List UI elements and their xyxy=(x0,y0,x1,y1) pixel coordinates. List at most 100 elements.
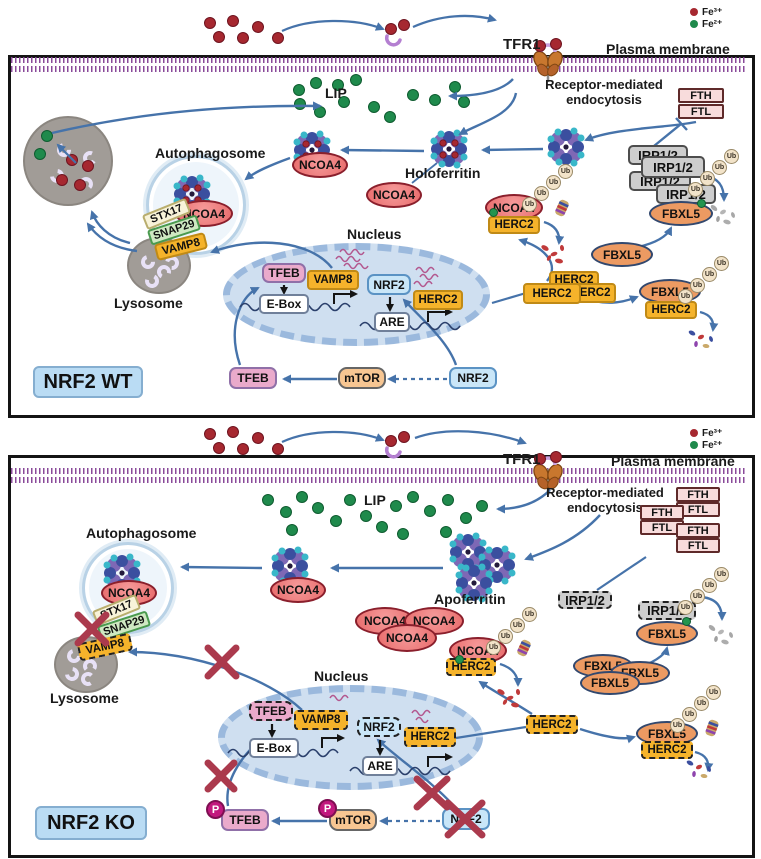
tfeb-box: TFEB xyxy=(262,263,306,283)
fe3-cluster-extracellular-ko xyxy=(204,426,284,455)
ftl-box: FTL xyxy=(676,502,720,517)
herc2-box: HERC2 xyxy=(641,741,693,759)
nucleus-label-wt: Nucleus xyxy=(347,226,402,242)
ub-icon: Ub xyxy=(678,600,693,615)
fe3-cluster-extracellular-wt xyxy=(204,15,284,44)
lysosome-label-wt: Lysosome xyxy=(114,295,183,311)
herc2-box: HERC2 xyxy=(526,715,578,734)
ub-icon: Ub xyxy=(558,164,573,179)
panel-title-wt: NRF2 WT xyxy=(33,366,143,398)
fe2-bound-dot xyxy=(682,617,691,626)
plasma-membrane-band-ko xyxy=(11,468,746,483)
tfeb-box: TFEB xyxy=(249,701,293,721)
fe3-label: Fe³⁺ xyxy=(702,427,723,439)
ftl-box: FTL xyxy=(676,538,720,553)
irp12-box: IRP1/2 xyxy=(641,156,705,178)
herc2-box: HERC2 xyxy=(488,216,540,234)
ub-icon: Ub xyxy=(534,186,549,201)
nucleus-label-ko: Nucleus xyxy=(314,668,369,684)
autophagosome-label-wt: Autophagosome xyxy=(155,145,266,161)
are-box: ARE xyxy=(362,756,398,776)
ub-icon: Ub xyxy=(510,618,525,633)
fe3-dot xyxy=(690,8,698,16)
are-box: ARE xyxy=(374,312,410,332)
holoferritin-label: Holoferritin xyxy=(405,165,481,181)
legend-ko: Fe³⁺ Fe²⁺ xyxy=(690,427,722,451)
fe2-bound-dot xyxy=(697,199,706,208)
phospho-badge: P xyxy=(206,800,225,819)
apoferritin-label: Apoferritin xyxy=(434,591,506,607)
fe2-label: Fe²⁺ xyxy=(702,439,723,451)
ub-icon: Ub xyxy=(714,567,729,582)
ncoa4-oval: NCOA4 xyxy=(292,152,348,178)
herc2-box: HERC2 xyxy=(645,301,697,319)
ub-icon: Ub xyxy=(702,267,717,282)
panel-title-ko: NRF2 KO xyxy=(35,806,147,840)
ftl-box: FTL xyxy=(678,104,724,119)
ub-icon: Ub xyxy=(486,640,501,655)
nrf2-box: NRF2 xyxy=(367,274,411,295)
ub-icon: Ub xyxy=(522,197,537,212)
ub-icon: Ub xyxy=(700,171,715,186)
receptor-mediated-endocytosis-ko: Receptor-mediated endocytosis xyxy=(546,485,664,515)
plasma-membrane-label-ko: Plasma membrane xyxy=(611,453,735,469)
fe3-dot xyxy=(690,429,698,437)
ub-icon: Ub xyxy=(688,182,703,197)
herc2-gene-box: HERC2 xyxy=(404,727,456,747)
ub-icon: Ub xyxy=(694,696,709,711)
tfeb-box: TFEB xyxy=(229,367,277,389)
fth-box: FTH xyxy=(640,505,684,520)
mtor-box: mTOR xyxy=(329,809,377,831)
receptor-mediated-endocytosis-wt: Receptor-mediated endocytosis xyxy=(545,77,663,107)
vamp8-gene-box: VAMP8 xyxy=(294,710,348,730)
lip-label-ko: LIP xyxy=(364,492,386,508)
lysosome-degrading-wt xyxy=(23,116,113,206)
ub-icon: Ub xyxy=(714,256,729,271)
ub-icon: Ub xyxy=(706,685,721,700)
autophagosome-label-ko: Autophagosome xyxy=(86,525,197,541)
fbxl5-oval: FBXL5 xyxy=(591,242,653,267)
fth-box: FTH xyxy=(678,88,724,103)
irp12-box: IRP1/2 xyxy=(558,591,612,609)
herc2-gene-box: HERC2 xyxy=(413,290,463,310)
ub-icon: Ub xyxy=(724,149,739,164)
mtor-box: mTOR xyxy=(338,367,386,389)
nrf2-box: NRF2 xyxy=(357,717,401,737)
nrf2-box: NRF2 xyxy=(442,808,490,830)
ub-icon: Ub xyxy=(702,578,717,593)
fe2-label: Fe²⁺ xyxy=(702,18,723,30)
ub-icon: Ub xyxy=(670,718,685,733)
ebox-box: E-Box xyxy=(249,738,299,758)
ncoa4-oval: NCOA4 xyxy=(366,182,422,208)
plasma-membrane-band-wt xyxy=(11,57,746,72)
ebox-box: E-Box xyxy=(259,294,309,314)
ncoa4-oval: NCOA4 xyxy=(270,577,326,603)
fbxl5-oval: FBXL5 xyxy=(580,671,640,695)
fe2-dot xyxy=(690,441,698,449)
ub-icon: Ub xyxy=(498,629,513,644)
transferrin-wt xyxy=(384,34,402,47)
phospho-badge: P xyxy=(318,799,337,818)
fth-box: FTH xyxy=(676,523,720,538)
nrf2-box: NRF2 xyxy=(449,367,497,389)
ub-icon: Ub xyxy=(522,607,537,622)
legend-wt: Fe³⁺ Fe²⁺ xyxy=(690,6,722,30)
lip-label-wt: LIP xyxy=(325,85,347,101)
vamp8-gene-box: VAMP8 xyxy=(307,270,359,290)
plasma-membrane-label-wt: Plasma membrane xyxy=(606,41,730,57)
ub-icon: Ub xyxy=(712,160,727,175)
ub-icon: Ub xyxy=(690,278,705,293)
ub-icon: Ub xyxy=(546,175,561,190)
tfeb-box: TFEB xyxy=(221,809,269,831)
ub-icon: Ub xyxy=(682,707,697,722)
fth-box: FTH xyxy=(676,487,720,502)
herc2-box: HERC2 xyxy=(446,658,496,676)
fe2-bound-dot xyxy=(489,208,498,217)
